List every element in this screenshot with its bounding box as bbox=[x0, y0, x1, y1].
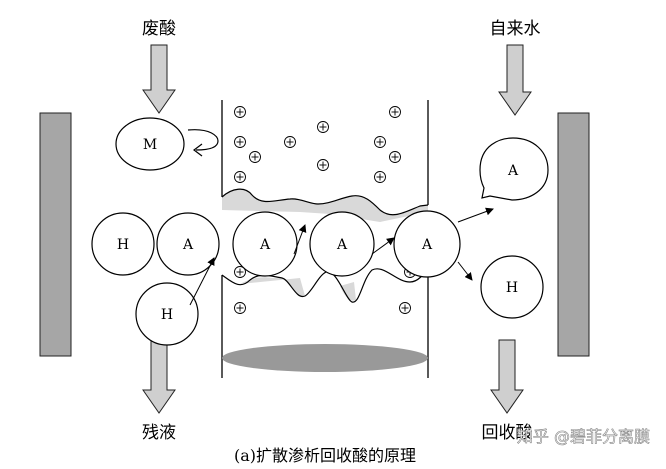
hydrogen-ion-left: H bbox=[91, 212, 155, 276]
anion-label: A bbox=[507, 163, 519, 179]
watermark-text: 知乎 @碧菲分离膜 bbox=[517, 427, 650, 446]
anion-a-right: A bbox=[479, 137, 549, 201]
right-plate bbox=[557, 112, 590, 357]
left-plate bbox=[39, 112, 72, 357]
transport-arrows bbox=[189, 207, 494, 306]
hydrogen-ion-right: H bbox=[480, 255, 544, 319]
residual-out-arrow bbox=[142, 339, 176, 414]
hydrogen-ion-label: H bbox=[117, 237, 129, 253]
recovered-acid-out-arrow bbox=[490, 339, 524, 414]
metal-ion-m: M bbox=[115, 117, 185, 171]
recovered-acid-label: 回收酸 bbox=[482, 423, 533, 443]
metal-ion-label: M bbox=[143, 137, 157, 153]
membrane bbox=[221, 100, 429, 378]
anion-label: A bbox=[182, 237, 194, 253]
residual-liquid-label: 残液 bbox=[142, 423, 176, 443]
anion-a-2: A bbox=[232, 211, 298, 277]
membrane-shadow bbox=[222, 344, 428, 372]
anion-a-1: A bbox=[156, 212, 220, 276]
hydrogen-ion-label: H bbox=[161, 307, 173, 323]
waste-acid-label: 废酸 bbox=[142, 19, 176, 39]
anion-label: A bbox=[259, 237, 271, 253]
anion-label: A bbox=[421, 237, 433, 253]
anion-label: A bbox=[336, 237, 348, 253]
tap-water-label: 自来水 bbox=[490, 19, 541, 39]
tap-water-in-arrow bbox=[498, 44, 532, 116]
fixed-positive-charges bbox=[234, 106, 416, 314]
figure-caption: (a)扩散渗析回收酸的原理 bbox=[234, 446, 416, 465]
anion-a-3: A bbox=[309, 211, 375, 277]
rejection-arrow bbox=[187, 129, 219, 157]
waste-acid-in-arrow bbox=[142, 44, 176, 114]
hydrogen-ion-label: H bbox=[506, 280, 518, 296]
hydrogen-ion-bottom: H bbox=[135, 282, 199, 346]
anion-a-4: A bbox=[393, 210, 461, 278]
